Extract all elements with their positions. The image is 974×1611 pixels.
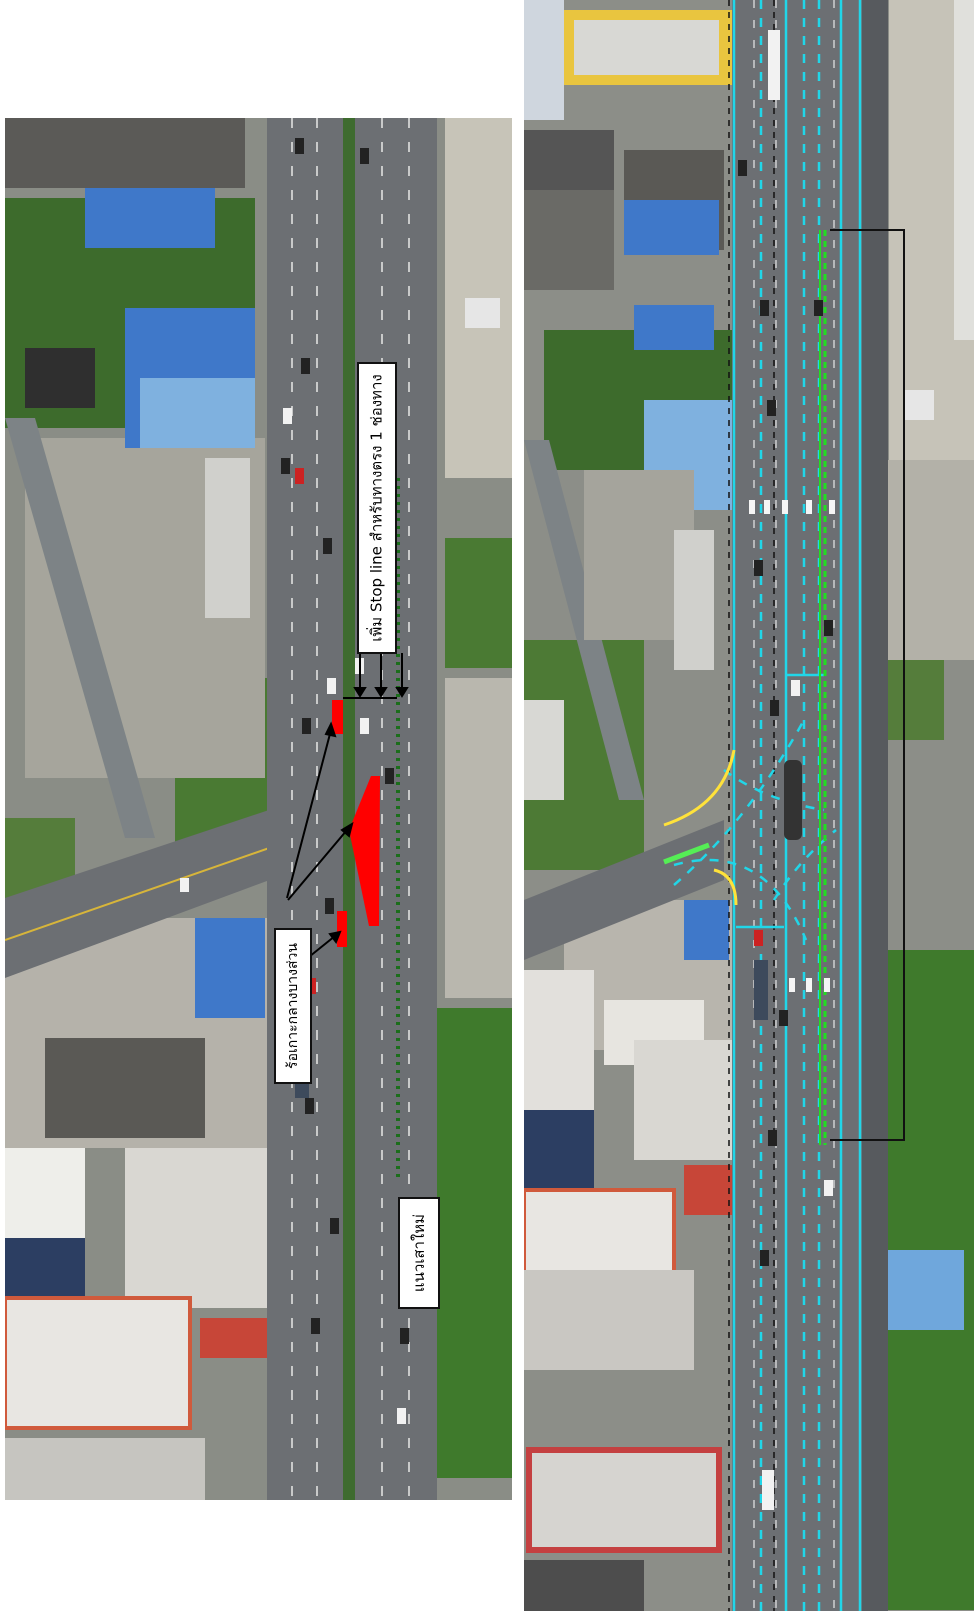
- vehicles: [281, 138, 409, 1344]
- roof-blue: [634, 305, 714, 350]
- new-lane-label: แนวเสาใหม่: [410, 1213, 428, 1293]
- aerial-photo-proposed: [524, 0, 974, 1611]
- vehicles: [738, 160, 833, 1266]
- traffic-island-red: [337, 911, 347, 947]
- stop-line-label: เพิ่ม Stop line สำหรับทางตรง 1 ช่องทาง: [368, 374, 387, 642]
- pointer-arrow-icon: [286, 721, 354, 974]
- islands-callout: ร้อเกาะกลางบางส่วน: [274, 928, 312, 1084]
- planned-lane-lines: [732, 0, 862, 1611]
- stop-line-callout: เพิ่ม Stop line สำหรับทางตรง 1 ช่องทาง: [357, 362, 397, 654]
- median-island: [784, 760, 802, 840]
- building: [5, 118, 245, 188]
- new-lane-callout: แนวเสาใหม่: [398, 1197, 440, 1309]
- islands-label: ร้อเกาะกลางบางส่วน: [285, 943, 302, 1069]
- traffic-island-red: [332, 700, 343, 734]
- roof-blue: [684, 900, 729, 960]
- side-road: [524, 820, 724, 960]
- aerial-map-existing: เพิ่ม Stop line สำหรับทางตรง 1 ช่องทาง ร…: [5, 118, 512, 1500]
- roof-blue: [85, 188, 215, 248]
- arrow-down-icon: [353, 653, 409, 698]
- aerial-map-proposed: [524, 0, 974, 1611]
- median-strip: [343, 118, 355, 1500]
- traffic-island-red: [349, 776, 380, 926]
- main-road-outbound: [267, 118, 343, 1500]
- project-extent-bracket: [830, 229, 905, 1141]
- roof-blue: [624, 200, 719, 255]
- aerial-photo-existing: [5, 118, 512, 1500]
- roof-blue: [195, 918, 265, 1018]
